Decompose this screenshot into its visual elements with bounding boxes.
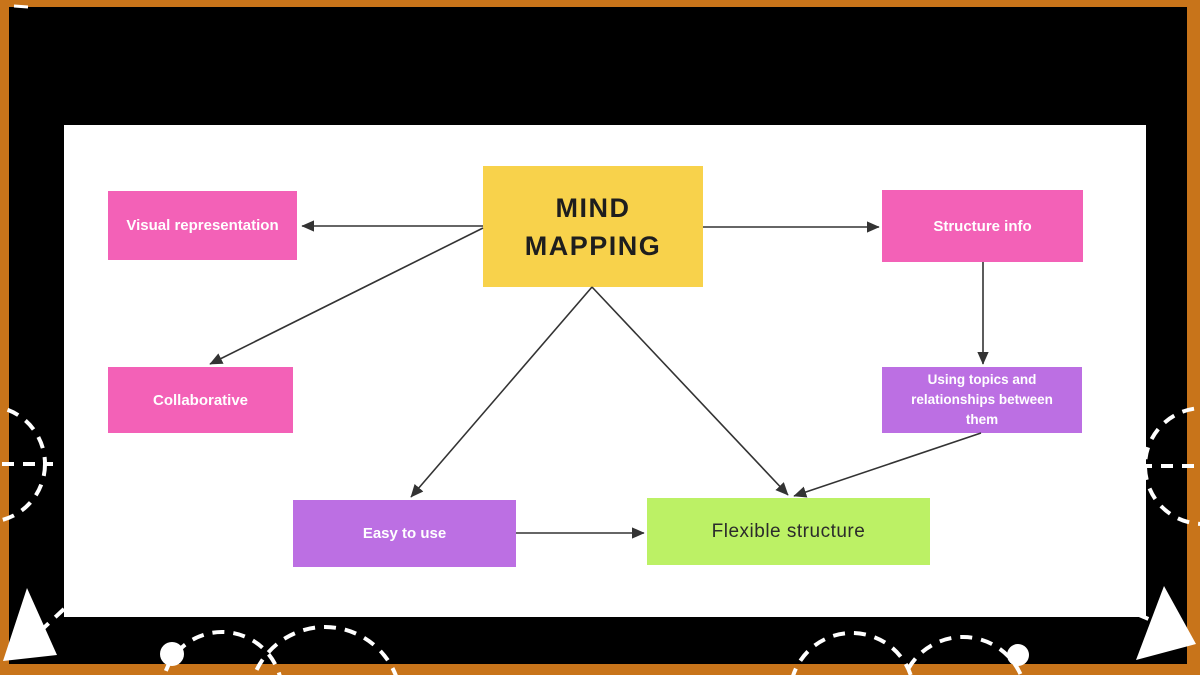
node-visual-representation[interactable]: Visual representation [108,191,297,260]
node-easy-to-use[interactable]: Easy to use [293,500,516,567]
node-flexible-structure[interactable]: Flexible structure [647,498,930,565]
node-structure-info[interactable]: Structure info [882,190,1083,262]
node-using-topics[interactable]: Using topics and relationships between t… [882,367,1082,433]
node-mind-mapping[interactable]: MIND MAPPING [483,166,703,287]
node-collaborative[interactable]: Collaborative [108,367,293,433]
